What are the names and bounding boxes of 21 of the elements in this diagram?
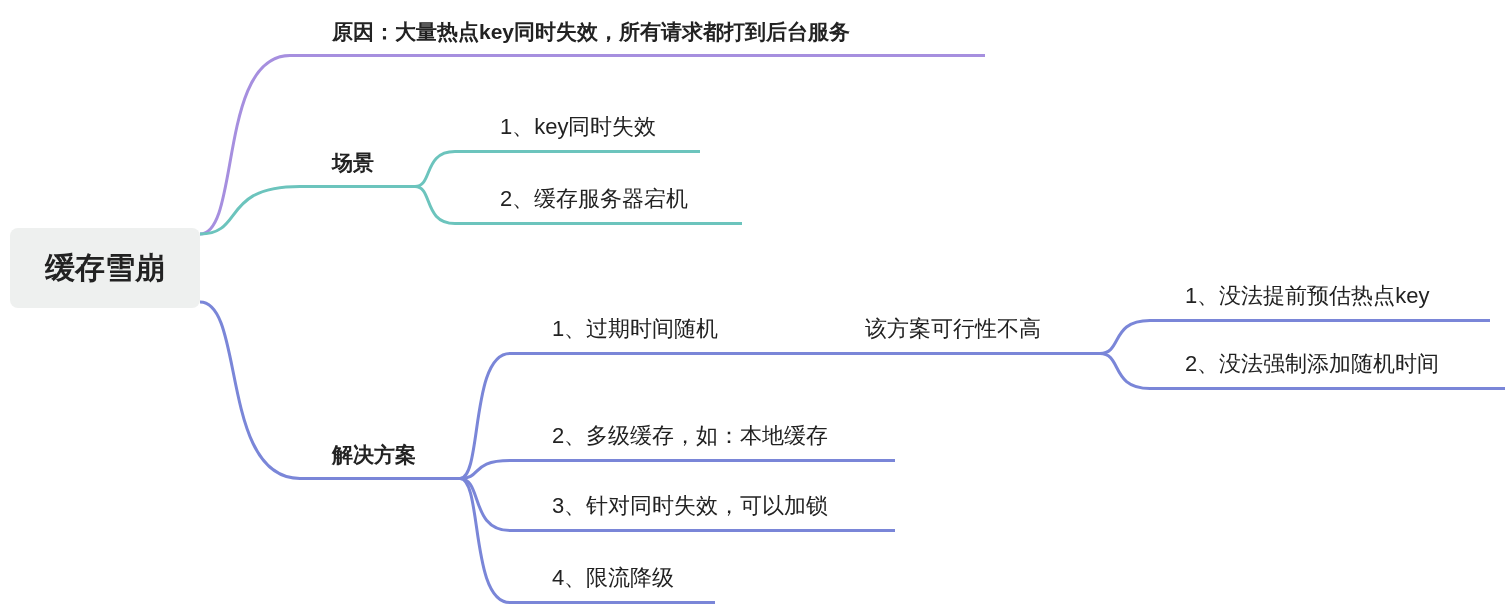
- topic-text: 4、限流降级: [552, 564, 675, 592]
- branch-line: [459, 477, 511, 604]
- topic-text: 该方案可行性不高: [865, 315, 1041, 343]
- branch-line: [780, 352, 830, 355]
- central-topic-box: 缓存雪崩: [10, 228, 200, 308]
- topic-text: 1、过期时间随机: [552, 315, 719, 343]
- branch-line: [199, 185, 301, 236]
- topic-text: 1、没法提前预估热点key: [1185, 282, 1430, 310]
- branch-line: [459, 352, 511, 480]
- topic-text: 1、key同时失效: [500, 113, 657, 141]
- topic-text: 解决方案: [332, 442, 416, 468]
- topic-text: 原因：大量热点key同时失效，所有请求都打到后台服务: [332, 19, 851, 45]
- branch-line: [459, 477, 511, 532]
- branch-line: [414, 185, 456, 225]
- branch-line: [1099, 352, 1151, 390]
- topic-text: 2、多级缓存，如：本地缓存: [552, 422, 829, 450]
- topic-text: 2、没法强制添加随机时间: [1185, 350, 1440, 378]
- topic-text: 场景: [332, 150, 374, 176]
- topic-text: 2、缓存服务器宕机: [500, 185, 689, 213]
- topic-text: 3、针对同时失效，可以加锁: [552, 492, 829, 520]
- branch-line: [199, 300, 301, 480]
